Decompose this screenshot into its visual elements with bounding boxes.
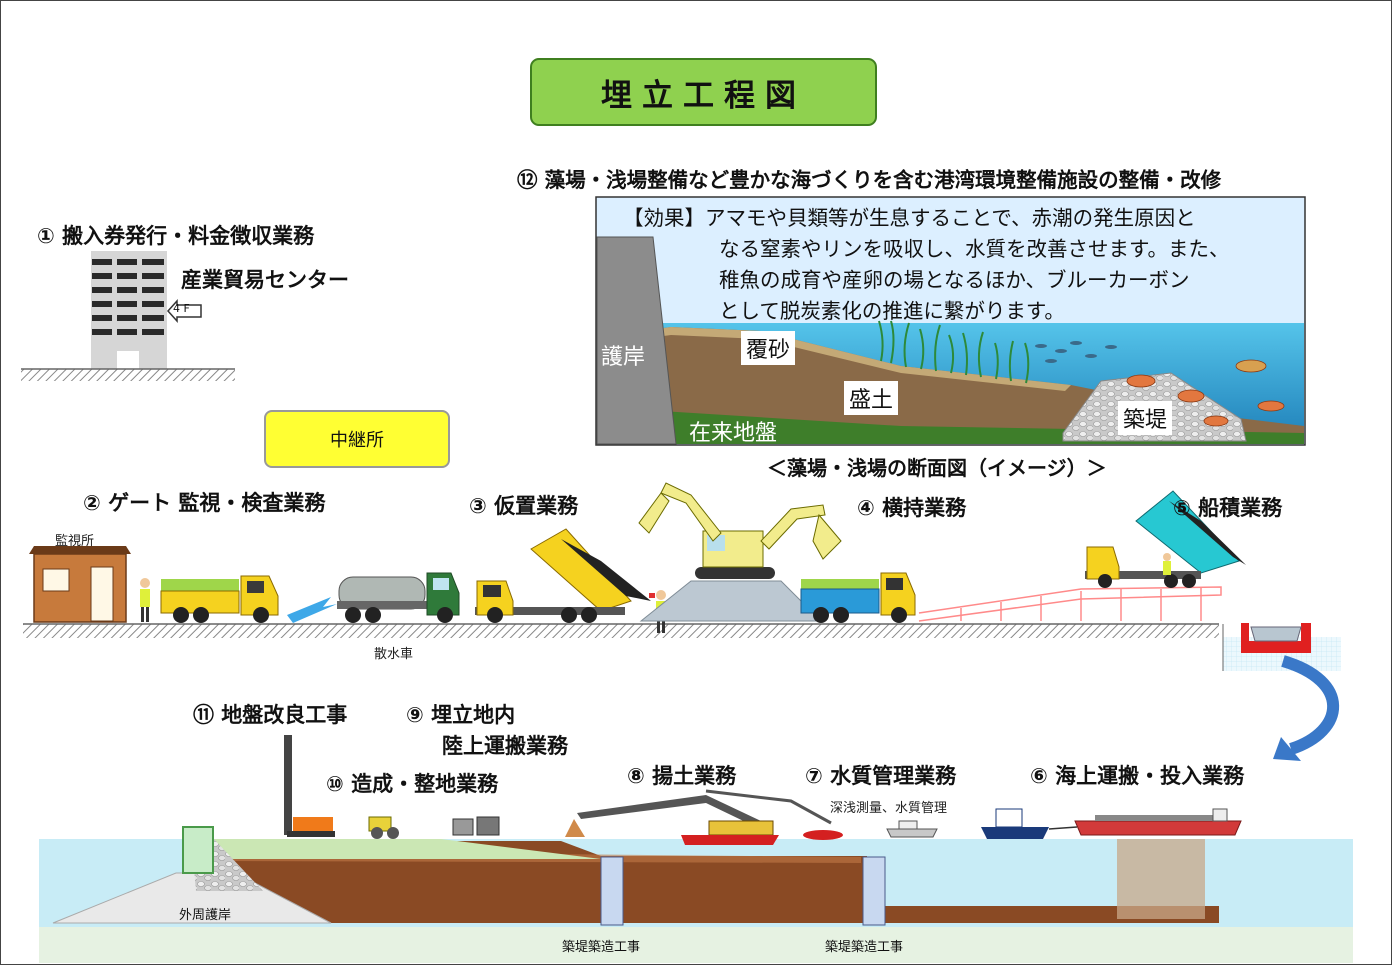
dump-truck-yellow-1 — [160, 575, 279, 623]
temporary-mound — [639, 580, 823, 622]
tipping-truck-3 — [475, 528, 651, 623]
step-8-label: ⑧ 揚土業務 — [627, 764, 737, 788]
barge-at-sea — [1074, 808, 1242, 836]
guard-house — [29, 546, 131, 623]
survey-boat — [886, 820, 938, 838]
building-name: 産業貿易センター — [181, 268, 349, 292]
step-4-label: ④ 横持業務 — [857, 496, 967, 520]
loading-ramp — [918, 586, 1222, 622]
roller — [368, 816, 399, 839]
ground-hatch-top — [21, 369, 235, 381]
step-7-label: ⑦ 水質管理業務 — [805, 764, 957, 788]
transfer-arrow — [1281, 655, 1340, 755]
step-12-label: ⑫ 藻場・浅場整備など豊かな海づくりを含む港湾環境整備施設の整備・改修 — [517, 168, 1222, 192]
cross-section-illustration — [595, 196, 1306, 446]
effect-line-3: 稚魚の成育や産卵の場となるほか、ブルーカーボン — [719, 268, 1190, 292]
native-ground-label: 在来地盤 — [689, 421, 778, 446]
floor-label: 4 F — [173, 302, 190, 315]
cross-section-caption: ＜藻場・浅場の断面図（イメージ）＞ — [767, 456, 1107, 480]
trade-center-building — [91, 251, 167, 369]
step-3-label: ③ 仮置業務 — [469, 494, 579, 518]
transfer-arrow-head — [1273, 737, 1301, 761]
step-9-label-2: 陸上運搬業務 — [442, 734, 568, 758]
water-quality-buoy — [803, 830, 843, 840]
floor-arrow-icon — [166, 299, 202, 323]
effect-line-1: 【効果】アマモや貝類等が生息することで、赤潮の発生原因と — [623, 206, 1196, 230]
effect-line-2: なる窒素やリンを吸収し、水質を改善させます。また、 — [719, 237, 1230, 261]
embankment-label: 築堤 — [1118, 401, 1173, 435]
effect-description: 【効果】アマモや貝類等が生息することで、赤潮の発生原因と なる窒素やリンを吸収し… — [623, 203, 1303, 327]
outer-seawall-label: 外周護岸 — [179, 908, 232, 923]
step-1-label: ① 搬入券発行・料金徴収業務 — [37, 224, 315, 248]
excavator — [638, 482, 842, 579]
fill-label: 盛土 — [844, 381, 899, 415]
unloader-ship — [577, 789, 832, 845]
sprinkler-label: 散水車 — [374, 647, 414, 662]
pile-driver — [284, 735, 335, 837]
page-title: 埋立工程図 — [530, 58, 877, 126]
step-2-label: ② ゲート 監視・検査業務 — [83, 491, 326, 515]
embankment-work-label-1: 築堤築造工事 — [562, 940, 641, 955]
dump-truck-blue-4 — [800, 572, 916, 623]
water-spray — [287, 597, 337, 623]
sand-heap — [565, 819, 585, 837]
step-11-label: ⑪ 地盤改良工事 — [193, 703, 348, 727]
step-10-label: ⑩ 造成・整地業務 — [326, 772, 499, 796]
cover-sand-label: 覆砂 — [741, 331, 796, 365]
seawall-label: 護岸 — [601, 345, 646, 370]
survey-label: 深浅測量、水質管理 — [830, 801, 948, 816]
barge-at-quay — [1222, 623, 1341, 671]
land-trucks — [452, 816, 500, 836]
inspector-worker — [140, 578, 150, 622]
step-5-label: ⑤ 船積業務 — [1173, 496, 1283, 520]
step-9-label-1: ⑨ 埋立地内 — [406, 703, 516, 727]
reclamation-section — [39, 826, 1353, 963]
tug-boat — [981, 808, 1078, 839]
step-6-label: ⑥ 海上運搬・投入業務 — [1030, 764, 1245, 788]
embankment-work-label-2: 築堤築造工事 — [825, 940, 904, 955]
effect-line-4: として脱炭素化の推進に繋がります。 — [719, 299, 1065, 323]
ground-hatch-middle — [23, 624, 1219, 638]
relay-station-badge: 中継所 — [264, 410, 450, 468]
guard-house-label: 監視所 — [55, 534, 95, 549]
tipping-truck-5 — [1085, 490, 1246, 588]
sprinkler-truck — [337, 572, 460, 623]
